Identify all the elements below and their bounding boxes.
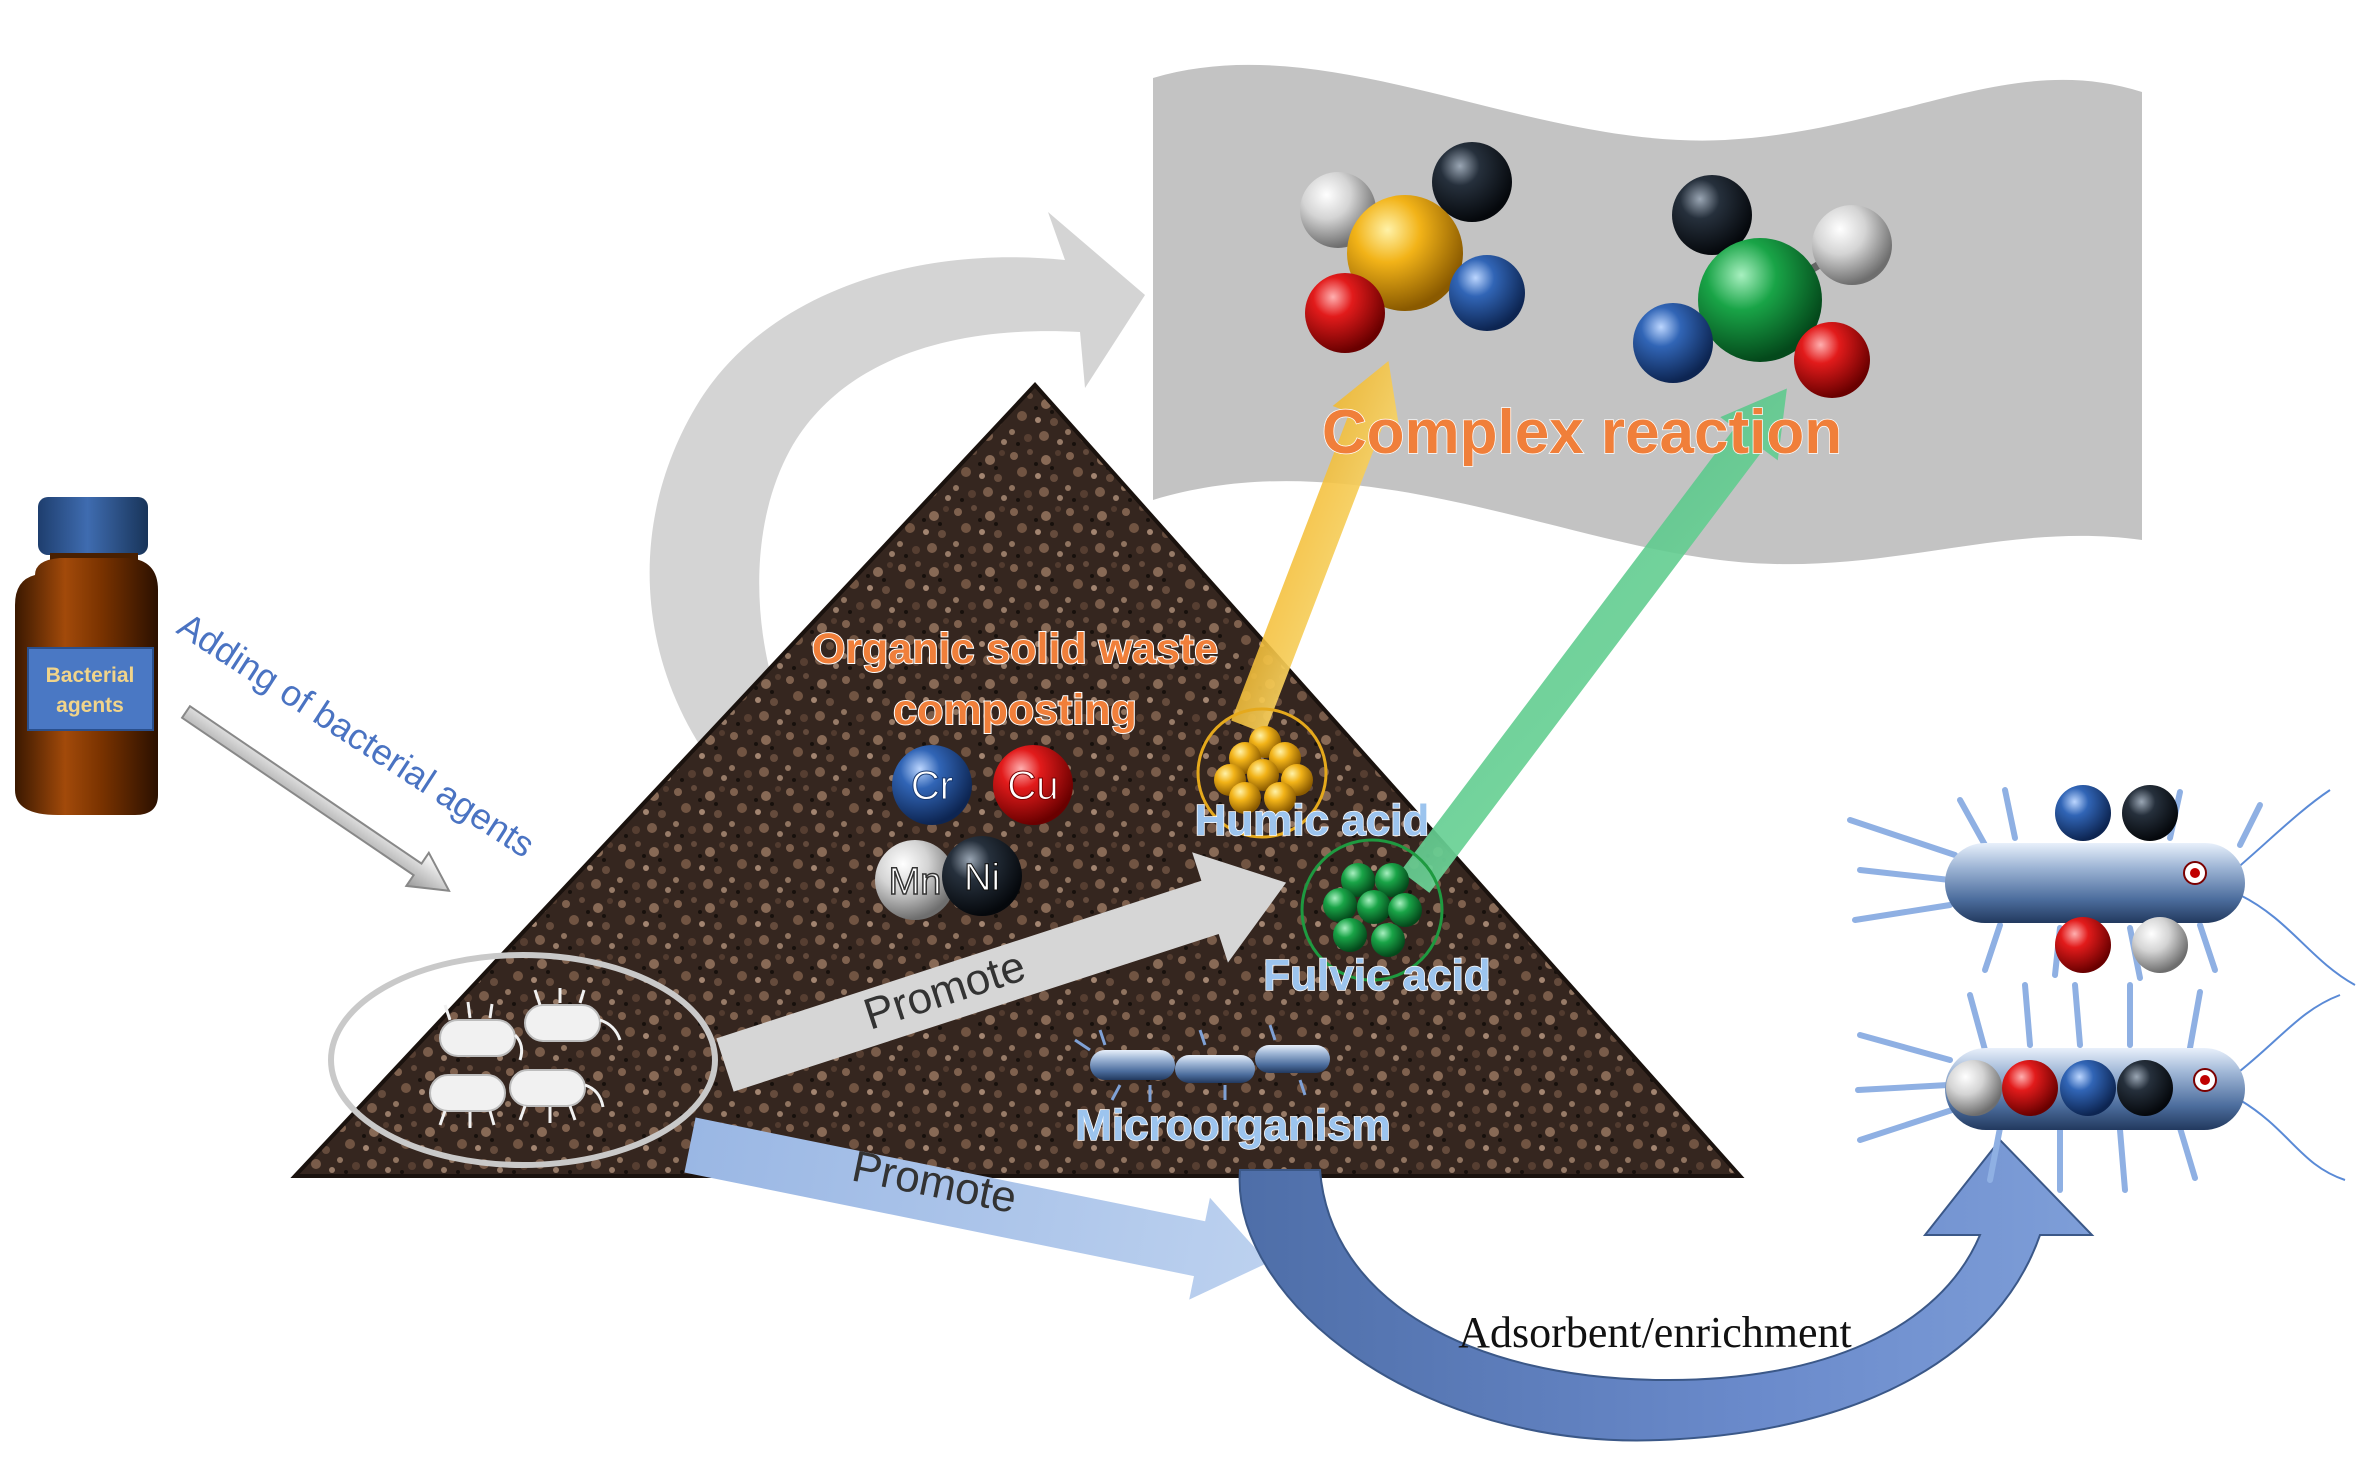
bottle-label-line1: Bacterial [46, 664, 135, 687]
red-atom-ball [1305, 273, 1385, 353]
compost-title-line2: composting [893, 686, 1137, 734]
adding-arrow [180, 704, 451, 892]
metal-ni-label: Ni [964, 857, 1000, 899]
metal-cr-label: Cr [911, 764, 953, 808]
adsorbent-enrichment-label: Adsorbent/enrichment [1458, 1308, 1851, 1357]
white-atom-ball [2132, 917, 2188, 973]
bacterium-with-adsorbed-metals-1 [1847, 785, 2356, 986]
bacteria-ellipse [328, 952, 718, 1168]
bacterial-agent-bottle: Bacterial agents [15, 497, 158, 815]
humic-acid-label: Humic acid [1195, 796, 1430, 845]
black-atom-ball [1432, 142, 1512, 222]
humic-to-complex-arrow [1231, 361, 1400, 734]
blue-atom-ball [2060, 1060, 2116, 1116]
fulvic-acid-cluster [1300, 838, 1444, 982]
metal-mn-label: Mn [889, 861, 942, 903]
metal-cu-label: Cu [1007, 764, 1058, 808]
fulvic-to-complex-arrow [1400, 388, 1787, 893]
gold-metal-complex [1300, 142, 1525, 353]
metal-ion-cr: Cr [892, 745, 972, 825]
gray-promote-arrow [716, 852, 1287, 1092]
blue-promote-arrow [684, 1117, 1269, 1300]
humic-acid-cluster [1196, 707, 1328, 839]
blue-atom-ball [1633, 303, 1713, 383]
metal-ion-mn: Mn [875, 840, 955, 920]
black-atom-ball [1672, 175, 1752, 255]
bottle-label-line2: agents [56, 694, 124, 717]
compost-title-line1: Organic solid waste [812, 625, 1218, 673]
red-atom-ball [2002, 1060, 2058, 1116]
bacterium-with-adsorbed-metals-2 [1855, 982, 2346, 1193]
red-atom-ball [2055, 917, 2111, 973]
black-atom-ball [2122, 785, 2178, 841]
microorganism-group [1074, 1024, 1330, 1102]
fulvic-acid-label: Fulvic acid [1263, 951, 1490, 1000]
metal-ion-cu: Cu [993, 745, 1073, 825]
green-center-ball [1698, 238, 1822, 362]
white-atom-ball [1946, 1060, 2002, 1116]
red-atom-ball [1794, 322, 1870, 398]
green-metal-complex [1633, 175, 1892, 398]
adsorbent-curved-arrow [1238, 1138, 2095, 1442]
blue-atom-ball [2055, 785, 2111, 841]
metal-ion-ni: Ni [942, 836, 1022, 916]
black-atom-ball [2117, 1060, 2173, 1116]
gold-center-ball [1347, 195, 1463, 311]
microorganism-label: Microorganism [1075, 1101, 1390, 1150]
blue-atom-ball [1449, 255, 1525, 331]
complex-reaction-label: Complex reaction [1322, 398, 1842, 467]
white-atom-ball [1812, 205, 1892, 285]
